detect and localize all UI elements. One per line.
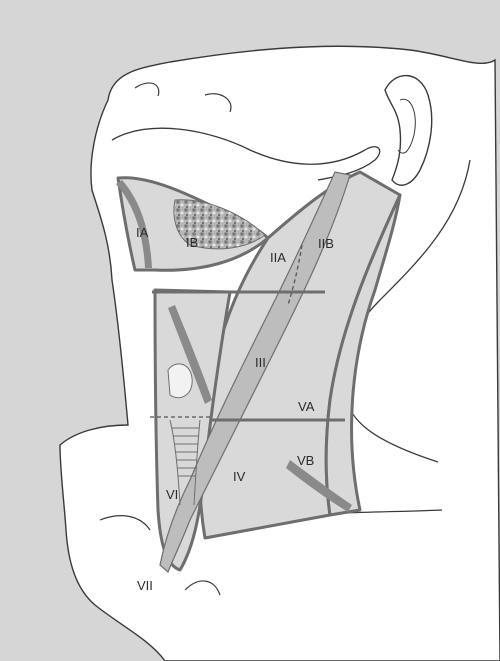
label-level-IA: IA <box>136 225 149 240</box>
boundary-dashed-IIA-IIB <box>287 244 303 306</box>
posterior-muscle-strip <box>286 460 352 512</box>
label-level-VII: VII <box>137 578 153 593</box>
label-level-IIA: IIA <box>270 250 286 265</box>
region-level-V <box>324 193 402 517</box>
thyroid-cartilage <box>167 363 193 399</box>
sternocleidomastoid-band <box>159 171 351 574</box>
digastric-strip <box>116 180 152 268</box>
omohyoid-strip <box>168 305 212 404</box>
label-level-III: III <box>255 355 266 370</box>
label-level-VB: VB <box>297 453 315 468</box>
label-level-IV: IV <box>233 469 246 484</box>
label-level-IIB: IIB <box>318 236 334 251</box>
region-level-VI <box>153 288 232 572</box>
clavicle-line <box>99 515 221 596</box>
label-level-VA: VA <box>298 399 315 414</box>
ear-inner <box>397 98 416 154</box>
submandibular-gland <box>173 199 266 250</box>
ear-outline <box>384 74 433 186</box>
face-detail <box>134 82 232 113</box>
label-level-VI: VI <box>166 487 179 502</box>
label-level-IB: IB <box>186 235 199 250</box>
mandible-line <box>111 127 381 181</box>
trachea <box>169 419 201 506</box>
